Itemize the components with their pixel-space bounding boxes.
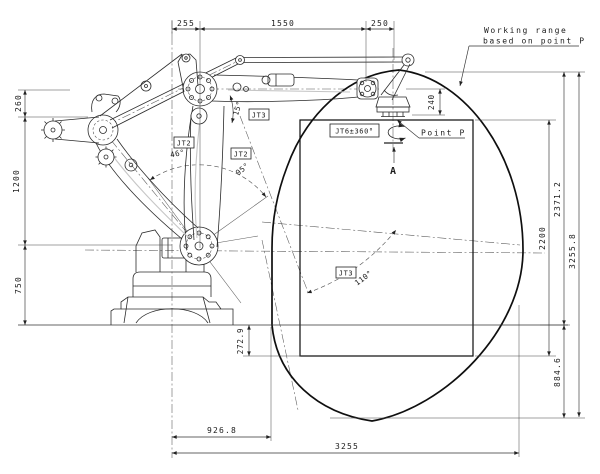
jt2-left-angle: 46° [169, 148, 185, 160]
elbow-joint-jt3 [177, 53, 218, 125]
long-link-lower [111, 63, 239, 129]
jt2-range-arc [149, 164, 267, 198]
upper-link-top [242, 56, 404, 58]
folded-arm-pose [41, 53, 239, 240]
lower-arm [183, 105, 225, 251]
dim-2371-value: 2371.2 [553, 181, 562, 217]
section-a-label: A [390, 166, 396, 177]
dim-884-value: 884.6 [553, 357, 562, 387]
jt3-range-radial-a [239, 115, 309, 293]
upper-link-bottom [242, 61, 405, 63]
folded-wrist-joint [43, 120, 63, 140]
elbow-aux-joint [190, 107, 208, 125]
jt2-left-label-box [173, 136, 195, 149]
point-p-callout: Point P [396, 119, 466, 139]
working-range-box [299, 119, 474, 357]
long-link-upper [109, 57, 237, 121]
jt3-lower-label-box [335, 266, 357, 279]
gear-teeth [41, 118, 65, 142]
point-p-label: Point P [421, 129, 466, 138]
dim-260-value: 260 [14, 94, 23, 112]
dim-1200-value: 1200 [12, 169, 21, 193]
wrist-assembly [356, 77, 411, 117]
dim-top-row: 255 1550 250 [171, 19, 395, 248]
dim-2200-value: 2200 [538, 226, 547, 250]
point-p-leader [396, 119, 420, 139]
note-line1: Working range [484, 26, 567, 35]
shoulder-horizontal-centerline [84, 249, 546, 254]
centerlines [84, 20, 546, 458]
dim-bottom-rows: 926.8 3255 272.9 [172, 305, 520, 457]
note-leader [459, 45, 470, 87]
jt3-upper-label: JT3 [252, 111, 266, 119]
jt2-mid-angle: 95° [234, 161, 251, 177]
jt6-label: JT6±360° [335, 128, 374, 136]
dim-255-value: 255 [177, 19, 195, 28]
dim-flange-240: 240 [406, 88, 445, 116]
jt3-upper-label-box [248, 108, 270, 121]
boom-motor [267, 73, 295, 87]
folded-aux-joint [97, 148, 115, 166]
shoulder-joint-jt2 [179, 226, 219, 266]
folded-arm-centerline [100, 127, 199, 247]
dim-right-column: 2200 2371.2 884.6 3255.8 [330, 71, 585, 419]
wrist-housing [375, 96, 411, 108]
jt6-label-box [329, 123, 380, 138]
joint-labels: JT3 JT2 JT2 JT3 JT6±360° [173, 108, 406, 279]
working-range-note: Working range based on point P [459, 26, 586, 87]
dim-left-column: 260 1200 750 [12, 89, 172, 325]
jt3-range-arc [306, 229, 397, 294]
jt2-left-label: JT2 [177, 139, 191, 147]
boom-tilt-angle-dim [229, 95, 235, 124]
section-a-marker: A [384, 142, 403, 177]
robot-base [110, 229, 234, 325]
dim-3255-value: 3255 [335, 442, 359, 451]
reach-centerline [261, 221, 521, 246]
boom-assembly [211, 53, 415, 103]
link-centerline [107, 59, 241, 126]
dim-926-value: 926.8 [207, 426, 237, 435]
working-range-outline [271, 69, 524, 422]
jt6-rotation-icon [387, 122, 406, 142]
jt2-mid-label-box [230, 147, 252, 160]
dim-750-value: 750 [14, 276, 23, 294]
dim-272-value: 272.9 [236, 328, 245, 355]
flange-plate [376, 106, 410, 113]
upper-link-front-pivot [401, 53, 415, 67]
jt2-mid-label: JT2 [234, 150, 248, 158]
jt3-lower-label: JT3 [339, 269, 353, 277]
dim-3255-8-value: 3255.8 [568, 233, 577, 269]
dim-1550-value: 1550 [271, 19, 295, 28]
dim-250-value: 250 [371, 19, 389, 28]
dim-240-value: 240 [427, 94, 436, 110]
folded-elbow-joint [87, 114, 119, 146]
wrist-pivot-flange [356, 77, 379, 100]
boom-tilt-angle: 15° [231, 100, 244, 117]
note-line2: based on point P [483, 37, 586, 46]
